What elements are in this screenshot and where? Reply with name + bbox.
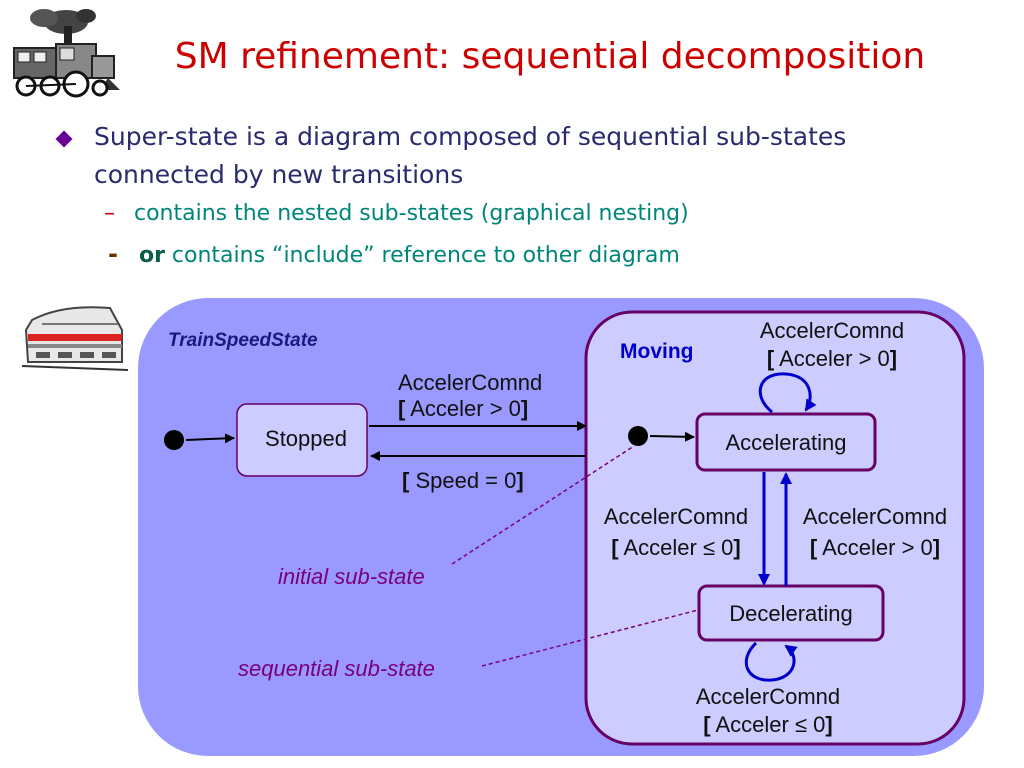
page-title: SM refinement: sequential decomposition xyxy=(174,36,926,77)
sub-bullet-2-text: contains “include” reference to other di… xyxy=(164,243,680,268)
transition-decel-accel-guard: [ Acceler > 0] xyxy=(810,535,940,560)
transition-decel-self-guard: [ Acceler ≤ 0] xyxy=(703,712,832,737)
sub-bullet-2-or: or xyxy=(138,243,165,268)
sub-bullet-1-dash: – xyxy=(104,201,115,226)
sub-bullet-2-dash: - xyxy=(108,240,118,268)
transition-accelerating-self xyxy=(758,372,817,414)
initial-pseudostate-outer xyxy=(164,430,184,450)
bullet-main: Super-state is a diagram composed of seq… xyxy=(94,118,994,194)
transition-decel-self-event: AccelerComnd xyxy=(696,684,840,709)
annotation-initial-substate: initial sub-state xyxy=(278,564,425,589)
initial-transition-inner xyxy=(649,431,695,442)
transition-accel-decel-event: AccelerComnd xyxy=(604,504,748,529)
transition-stopped-moving-guard: [ Acceler > 0] xyxy=(398,396,528,421)
outer-state-label: TrainSpeedState xyxy=(168,330,318,351)
sub-bullet-1: – contains the nested sub-states (graphi… xyxy=(104,201,689,226)
state-stopped-label: Stopped xyxy=(265,426,347,451)
state-accelerating-label: Accelerating xyxy=(725,430,846,455)
bullet-main-line1: Super-state is a diagram composed of seq… xyxy=(94,122,847,151)
transition-decelerating-self xyxy=(744,641,798,682)
transition-accel-decel-guard: [ Acceler ≤ 0] xyxy=(611,535,740,560)
transition-accel-self-event: AccelerComnd xyxy=(760,318,904,343)
initial-transition-outer xyxy=(185,433,235,444)
bullet-main-line2: connected by new transitions xyxy=(94,160,464,189)
state-accelerating xyxy=(695,412,877,472)
state-decelerating-label: Decelerating xyxy=(729,601,853,626)
transition-accel-self-guard: [ Acceler > 0] xyxy=(767,346,897,371)
annotation-initial-leader xyxy=(451,445,635,565)
initial-pseudostate-inner xyxy=(628,426,648,446)
steam-locomotive-icon xyxy=(13,9,120,98)
superstate-moving-label: Moving xyxy=(620,340,694,363)
bullet-train-icon xyxy=(22,306,128,371)
annotation-sequential-leader xyxy=(481,609,699,667)
state-stopped xyxy=(236,403,368,477)
annotation-sequential-substate: sequential sub-state xyxy=(238,656,435,681)
transition-stopped-moving-event: AccelerComnd xyxy=(398,370,542,395)
transition-moving-stopped-guard: [ Speed = 0] xyxy=(402,468,524,493)
sub-bullet-2: - or contains “include” reference to oth… xyxy=(108,240,680,268)
sub-bullet-1-text: contains the nested sub-states (graphica… xyxy=(134,201,689,226)
transition-decel-accel-event: AccelerComnd xyxy=(803,504,947,529)
state-decelerating xyxy=(697,584,885,642)
